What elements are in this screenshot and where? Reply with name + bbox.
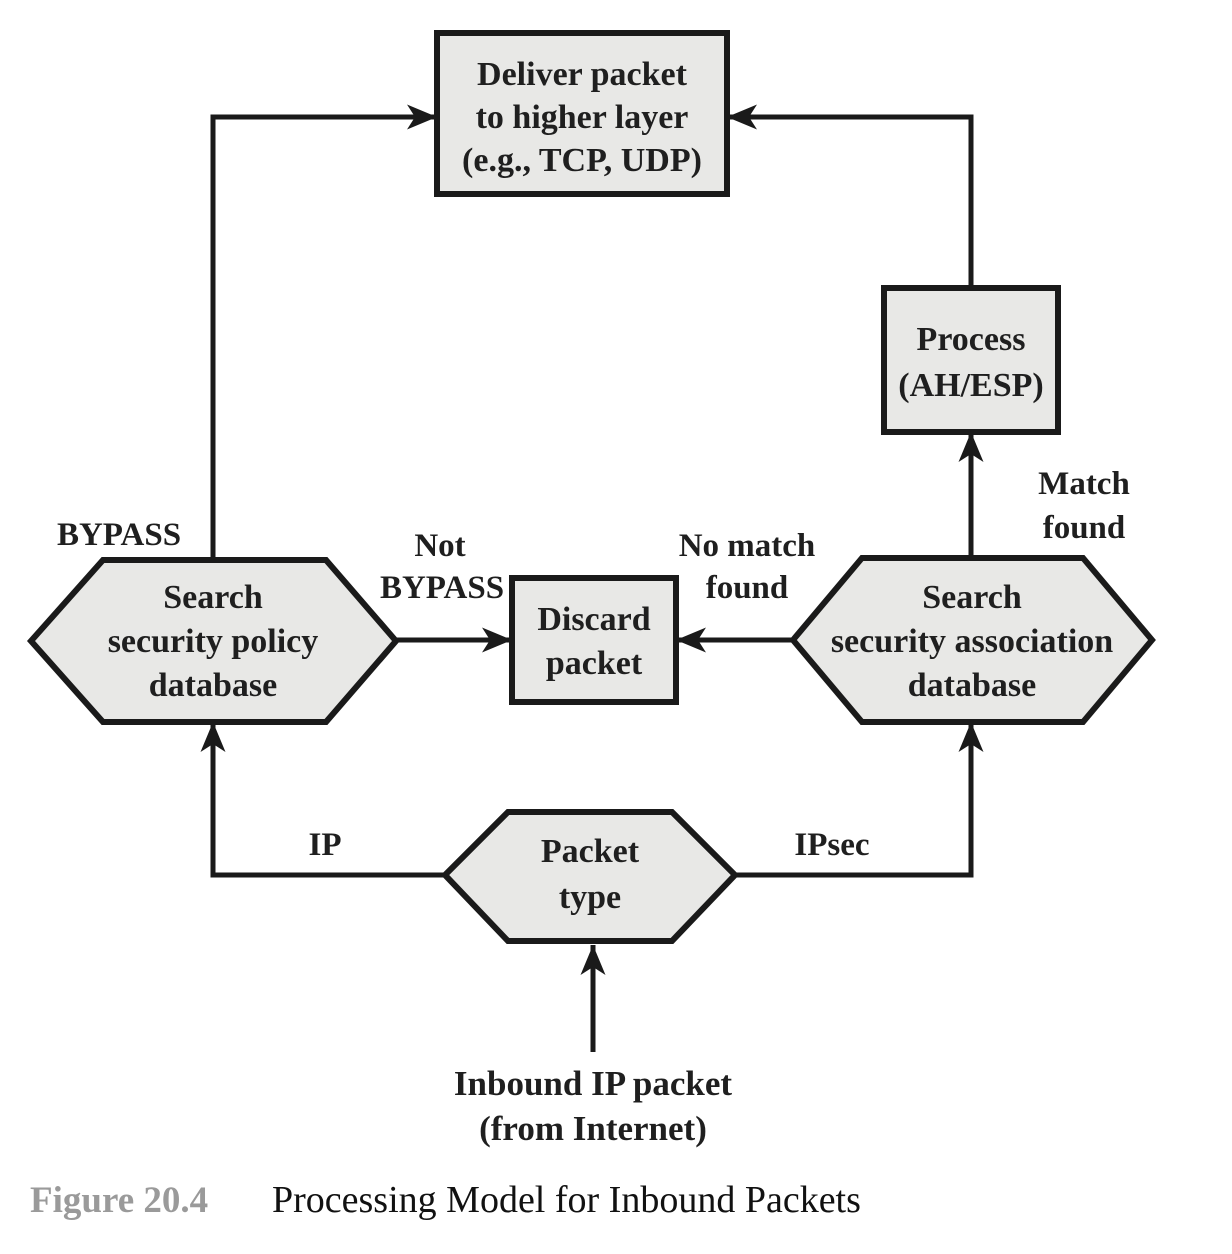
deliver-packet-label-line2: to higher layer xyxy=(476,99,689,136)
deliver-packet-label-line3: (e.g., TCP, UDP) xyxy=(462,142,702,179)
deliver-packet-box xyxy=(434,30,730,197)
discard-packet-label-line1: Discard xyxy=(537,601,650,638)
edge-label-not-bypass-line2: BYPASS xyxy=(380,570,504,606)
figure-caption: Figure 20.4 Processing Model for Inbound… xyxy=(30,1179,861,1221)
inbound-source-label-line1: Inbound IP packet xyxy=(454,1064,733,1103)
node-deliver-packet: Deliver packet to higher layer (e.g., TC… xyxy=(434,30,730,197)
process-label-line2: (AH/ESP) xyxy=(898,367,1043,404)
edge-label-ip: IP xyxy=(309,827,342,863)
search-spd-hexagon xyxy=(26,557,400,725)
node-discard-packet: Discard packet xyxy=(509,575,679,705)
discard-packet-label-line2: packet xyxy=(546,645,643,682)
packet-type-label-line1: Packet xyxy=(541,833,640,870)
node-process-ah-esp: Process (AH/ESP) xyxy=(881,285,1061,435)
edge-label-match-line2: found xyxy=(1043,510,1126,546)
edge-label-bypass: BYPASS xyxy=(57,517,181,553)
figure-caption-title: Processing Model for Inbound Packets xyxy=(272,1179,861,1221)
inbound-source-label: Inbound IP packet (from Internet) xyxy=(454,1064,733,1148)
search-sad-label-line3: database xyxy=(908,667,1036,704)
process-box xyxy=(881,285,1061,435)
packet-type-label-line2: type xyxy=(559,879,621,916)
edge-packet-type-to-sad-ipsec xyxy=(735,722,984,878)
search-sad-label-line1: Search xyxy=(922,579,1022,616)
process-label-line1: Process xyxy=(917,321,1026,358)
edge-label-not-bypass-line1: Not xyxy=(414,528,465,564)
search-spd-label-line2: security policy xyxy=(108,623,319,660)
search-sad-label-line2: security association xyxy=(831,623,1113,660)
node-search-security-association-database: Search security association database xyxy=(789,555,1156,725)
search-spd-label-line1: Search xyxy=(163,579,263,616)
packet-type-hexagon xyxy=(440,809,740,944)
figure-caption-number: Figure 20.4 xyxy=(30,1180,208,1221)
deliver-packet-label-line1: Deliver packet xyxy=(477,56,688,93)
inbound-source-label-line2: (from Internet) xyxy=(479,1109,707,1148)
edge-packet-type-to-spd-ip xyxy=(200,722,445,878)
discard-packet-box xyxy=(509,575,679,705)
node-search-security-policy-database: Search security policy database xyxy=(26,557,400,725)
edge-label-match-line1: Match xyxy=(1038,466,1130,502)
node-packet-type: Packet type xyxy=(440,809,740,944)
edge-process-to-deliver xyxy=(727,104,974,290)
edge-label-no-match-line1: No match xyxy=(679,528,816,564)
search-sad-hexagon xyxy=(789,555,1156,725)
edge-label-no-match-line2: found xyxy=(706,570,789,606)
search-spd-label-line3: database xyxy=(149,667,277,704)
edge-spd-to-deliver-bypass xyxy=(210,104,437,560)
edge-label-ipsec: IPsec xyxy=(794,827,869,863)
